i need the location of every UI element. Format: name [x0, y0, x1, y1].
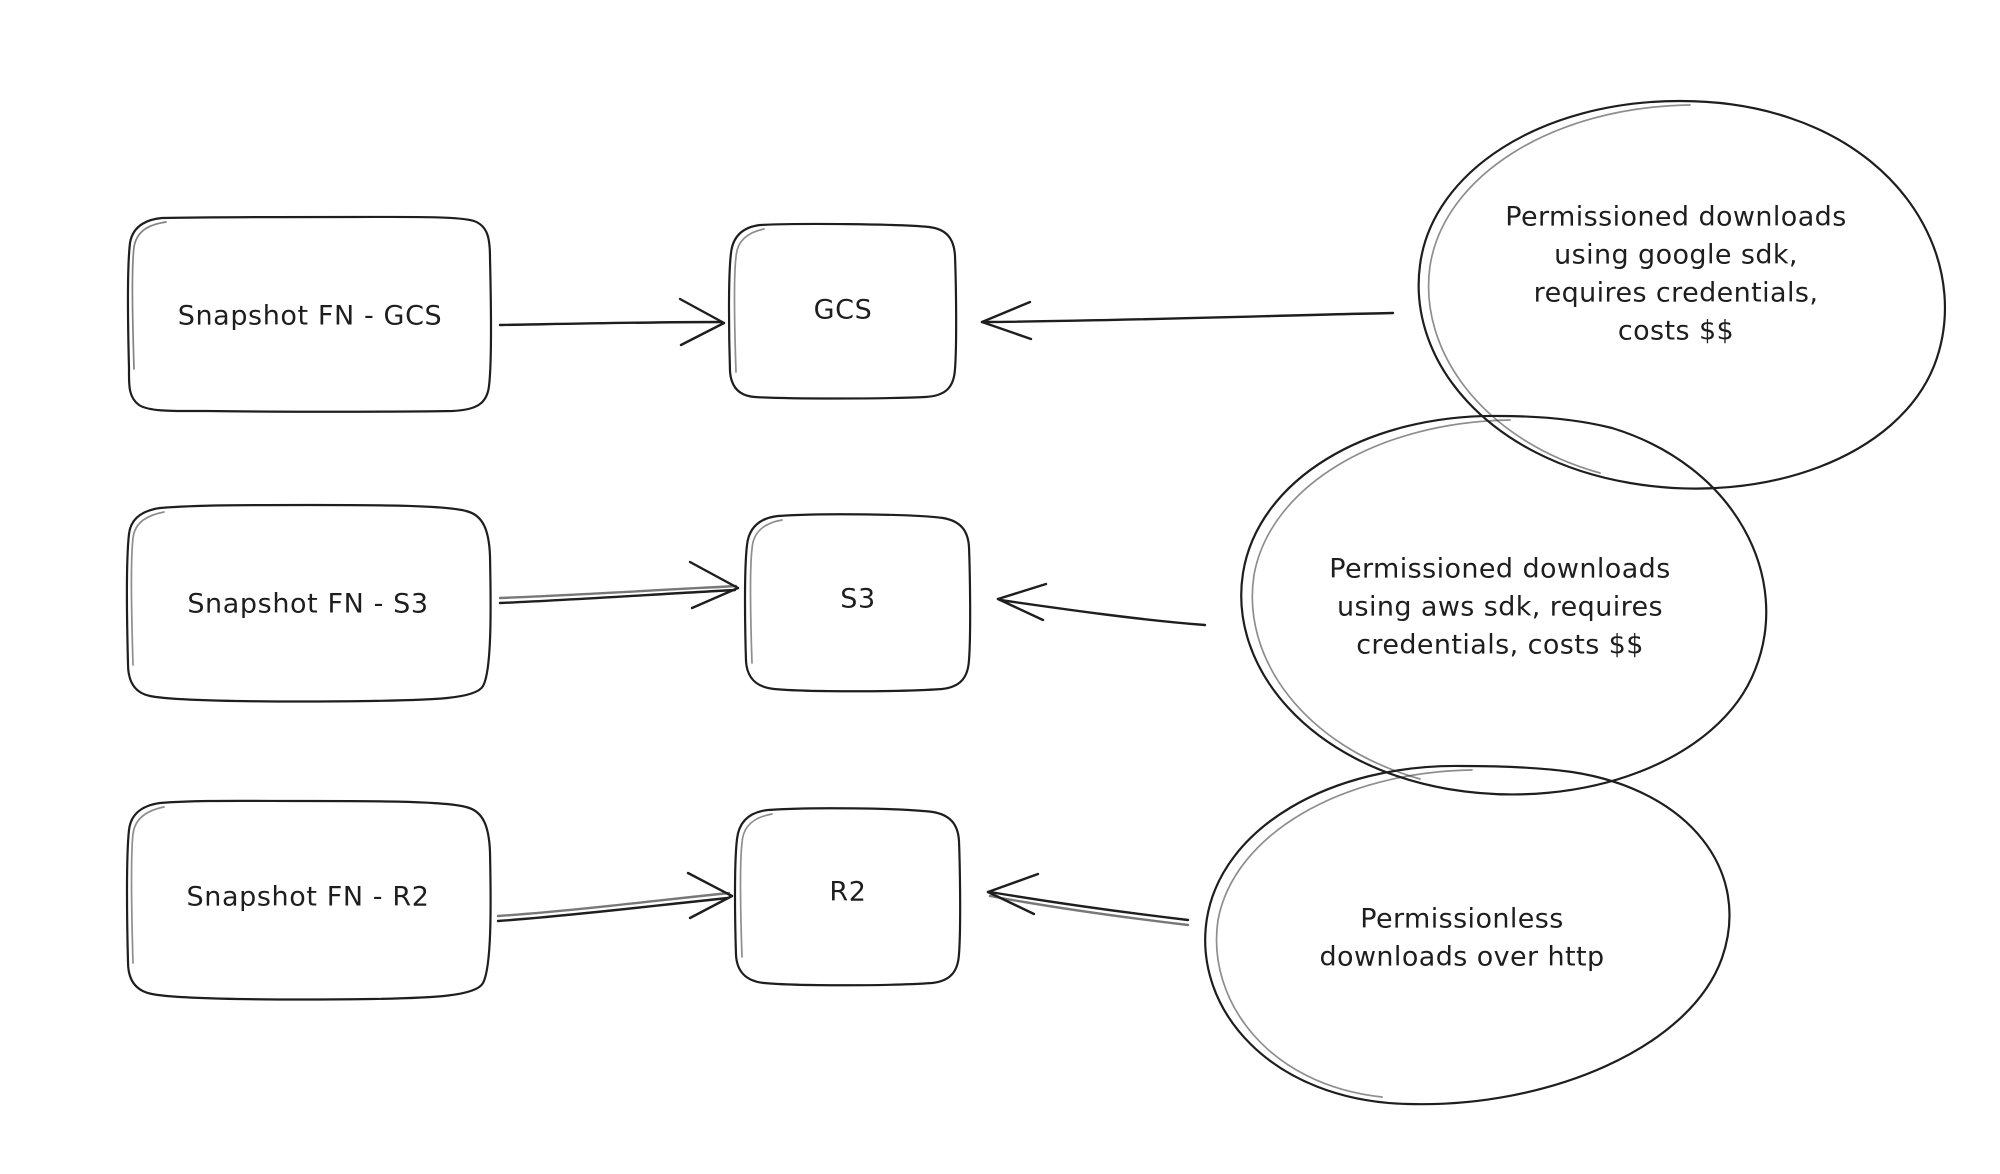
node-snapshot-fn-gcs[interactable]: Snapshot FN - GCS [126, 215, 493, 413]
arrow-s3-note-to-store [996, 582, 1207, 627]
node-snapshot-fn-s3[interactable]: Snapshot FN - S3 [125, 503, 492, 703]
bubble-s3-note[interactable]: Permissioned downloads using aws sdk, re… [1240, 414, 1768, 796]
bubble-gcs-note-line-2: using google sdk, [1554, 240, 1798, 271]
node-label-store-r2: R2 [829, 877, 866, 908]
node-label-store-gcs: GCS [814, 295, 873, 326]
bubble-s3-note-line-2: using aws sdk, requires [1337, 592, 1663, 623]
arrow-gcs-note-to-store [980, 300, 1395, 341]
node-store-s3[interactable]: S3 [743, 513, 972, 693]
node-label-snapshot-fn-s3: Snapshot FN - S3 [187, 589, 428, 620]
node-store-gcs[interactable]: GCS [727, 222, 958, 400]
bubble-s3-note-line-1: Permissioned downloads [1329, 554, 1670, 585]
bubble-gcs-note[interactable]: Permissioned downloads using google sdk,… [1417, 99, 1947, 490]
bubble-gcs-note-line-3: requires credentials, [1534, 278, 1819, 309]
bubble-r2-note[interactable]: Permissionless downloads over http [1204, 764, 1731, 1106]
arrow-r2-note-to-store [986, 872, 1190, 927]
bubble-gcs-note-line-1: Permissioned downloads [1505, 202, 1846, 233]
node-label-store-s3: S3 [840, 584, 876, 615]
node-label-snapshot-fn-r2: Snapshot FN - R2 [187, 882, 430, 913]
bubble-gcs-note-line-4: costs $$ [1618, 316, 1734, 347]
node-store-r2[interactable]: R2 [733, 807, 962, 987]
arrow-s3-source-to-store [498, 560, 740, 610]
bubble-s3-note-line-3: credentials, costs $$ [1356, 630, 1644, 661]
bubble-r2-note-line-2: downloads over http [1319, 942, 1604, 973]
bubble-r2-note-line-1: Permissionless [1360, 904, 1563, 935]
node-label-snapshot-fn-gcs: Snapshot FN - GCS [178, 301, 443, 332]
arrow-r2-source-to-store [496, 871, 734, 923]
arrow-gcs-source-to-store [498, 297, 726, 347]
node-snapshot-fn-r2[interactable]: Snapshot FN - R2 [125, 799, 492, 1001]
